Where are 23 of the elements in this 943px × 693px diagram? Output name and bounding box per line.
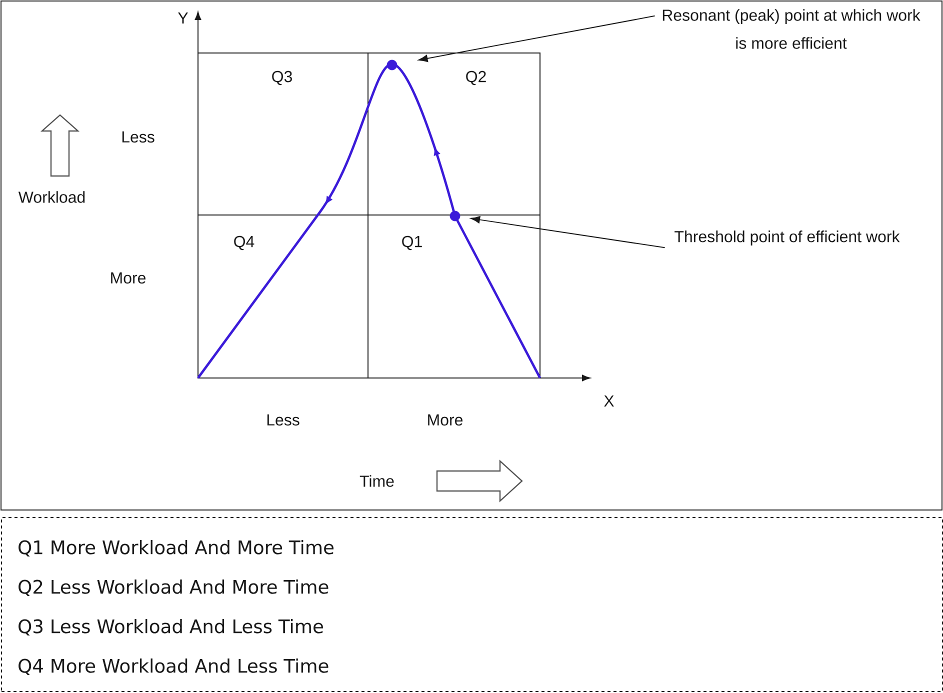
scale-label: Less	[122, 131, 154, 143]
axis-letter: X	[604, 396, 614, 406]
quadrant-label: Q1	[402, 236, 422, 250]
callout-text: Threshold point of efficient work	[674, 230, 900, 246]
quadrant-label: Q4	[234, 236, 254, 250]
key-box	[1, 517, 943, 692]
key-entry: Q2 Less Workload And More Time	[18, 579, 328, 596]
key-entry: Q3 Less Workload And Less Time	[18, 618, 323, 636]
axis-title: Workload	[18, 191, 85, 203]
axis-letter: Y	[178, 12, 188, 24]
key-entry: Q1 More Workload And More Time	[18, 540, 334, 556]
scale-label: More	[428, 414, 463, 426]
leader-line	[470, 216, 666, 248]
leader-line	[418, 15, 656, 62]
callout-text: Resonant (peak) point at which work is more efficient	[662, 9, 920, 49]
dot	[450, 210, 460, 222]
key-entry: Q4 More Workload And Less Time	[18, 658, 328, 675]
quadrant-label: Q2	[466, 70, 486, 86]
scale-label: More	[111, 272, 146, 284]
dot	[386, 60, 398, 70]
axis-title: Time	[360, 475, 394, 487]
scale-label: Less	[267, 414, 300, 426]
quadrant-label: Q3	[272, 70, 292, 86]
